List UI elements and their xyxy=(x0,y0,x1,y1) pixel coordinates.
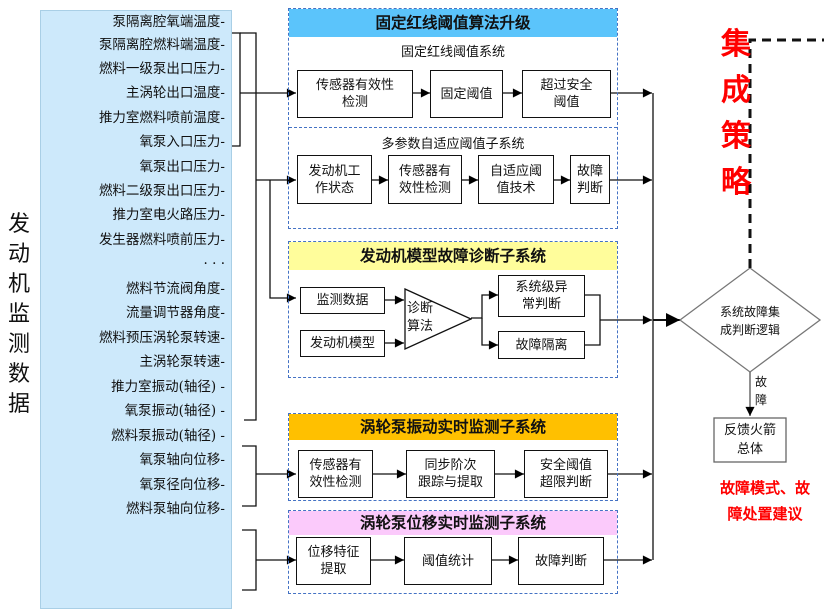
parameter-item: 主涡轮出口温度- xyxy=(125,85,225,101)
bracket-group-2 xyxy=(240,32,257,421)
group-displacement: 涡轮泵位移实时监测子系统 xyxy=(288,510,618,594)
group-vibration: 涡轮泵振动实时监测子系统 xyxy=(288,413,618,501)
disp-threshold-stats: 阈值统计 xyxy=(404,537,492,585)
parameter-panel: 泵隔离腔氧端温度- 泵隔离腔燃料端温度- 燃料一级泵出口压力- 主涡轮出口温度- 推力室… xyxy=(40,10,232,609)
title-char: 机 xyxy=(7,272,30,297)
group-model: 发动机模型故障诊断子系统 xyxy=(288,241,618,378)
bracket-group-1 xyxy=(226,32,241,147)
step-adaptive-threshold: 自适应阈 值技术 xyxy=(478,155,554,204)
group-divider xyxy=(289,127,617,128)
feedback-box-frame xyxy=(713,417,787,463)
disp-fault-judge: 故障判断 xyxy=(518,537,604,585)
title-char: 发 xyxy=(7,212,30,237)
step-engine-state: 发动机工 作状态 xyxy=(297,155,372,204)
bracket-displacement xyxy=(242,529,257,591)
decision-diamond xyxy=(678,267,822,373)
parameter-item: 推力室燃料喷前温度- xyxy=(98,110,225,126)
disp-feature-extract: 位移特征 提取 xyxy=(296,537,371,585)
step-fixed-threshold: 固定阈值 xyxy=(430,70,503,118)
parameter-item: 燃料泵轴向位移- xyxy=(125,501,225,517)
vib-threshold-judge: 安全阈值 超限判断 xyxy=(524,450,608,498)
group-redline-header: 固定红线阈值算法升级 xyxy=(289,9,617,37)
parameter-item: 燃料二级泵出口压力- xyxy=(98,183,225,199)
parameter-item: 氧泵振动(轴径) - xyxy=(124,403,225,419)
strategy-char: 集 xyxy=(721,27,751,62)
parameter-item: 燃料预压涡轮泵转速- xyxy=(98,330,225,346)
parameter-item: 氧泵轴向位移- xyxy=(139,452,225,468)
input-monitor-data: 监测数据 xyxy=(300,287,385,314)
parameter-item: 流量调节器角度- xyxy=(125,305,225,321)
title-char: 监 xyxy=(7,302,30,327)
vib-sensor-check: 传感器有 效性检测 xyxy=(298,450,373,498)
parameter-item: 燃料一级泵出口压力- xyxy=(98,61,225,77)
parameter-item: 燃料泵振动(轴径) - xyxy=(111,428,225,444)
vib-order-tracking: 同步阶次 跟踪与提取 xyxy=(406,450,495,498)
adaptive-title: 多参数自适应阈值子系统 xyxy=(381,137,525,152)
strategy-dashed-line xyxy=(748,38,824,268)
feedback-rocket-box: 反馈火箭 总体 xyxy=(723,423,776,457)
title-char: 数 xyxy=(7,362,30,387)
title-char: 据 xyxy=(7,392,30,417)
strategy-char: 成 xyxy=(721,73,751,108)
fault-arrow-label: 故 障 xyxy=(754,375,767,407)
step-fault-judge: 故障 判断 xyxy=(570,155,610,204)
group-redline: 固定红线阈值算法升级 固定红线阈值系统 多参数自适应阈值子系统 xyxy=(288,8,618,229)
title-char: 测 xyxy=(7,332,30,357)
parameter-item: 氧泵入口压力- xyxy=(139,134,225,150)
parameter-item: 氧泵出口压力- xyxy=(139,159,225,175)
output-system-anomaly: 系统级异 常判断 xyxy=(498,275,585,317)
parameter-item: · · · xyxy=(203,256,225,272)
step-sensor-check: 传感器有 效性检测 xyxy=(388,155,462,204)
parameter-item: 燃料节流阀角度- xyxy=(125,281,225,297)
parameter-item: 泵隔离腔氧端温度- xyxy=(112,14,225,30)
input-engine-model: 发动机模型 xyxy=(300,330,385,357)
diagnosis-algorithm-label: 诊断 算法 xyxy=(407,301,434,334)
parameter-item: 推力室电火路压力- xyxy=(112,207,225,223)
group-model-header: 发动机模型故障诊断子系统 xyxy=(289,242,617,270)
parameter-item: 主涡轮泵转速- xyxy=(139,354,225,370)
parameter-item: 泵隔离腔燃料端温度- xyxy=(98,37,225,53)
engine-monitoring-data-title: 发 动 机 监 测 数 据 xyxy=(0,210,38,420)
parameter-item: 推力室振动(轴径) - xyxy=(111,379,225,395)
title-char: 动 xyxy=(7,242,30,267)
strategy-char: 略 xyxy=(721,165,751,200)
strategy-char: 策 xyxy=(721,119,751,154)
fixed-redline-title: 固定红线阈值系统 xyxy=(400,45,505,60)
integration-strategy-label: 集 成 策 略 xyxy=(716,22,756,206)
fault-mode-note: 故障模式、故 障处置建议 xyxy=(719,479,810,523)
group-vibration-header: 涡轮泵振动实时监测子系统 xyxy=(289,414,617,440)
diagnosis-algorithm-triangle xyxy=(404,288,472,350)
parameter-item: 氧泵径向位移- xyxy=(139,477,225,493)
bracket-vibration xyxy=(242,445,257,507)
decision-logic-label: 系统故障集 成判断逻辑 xyxy=(719,305,780,337)
parameter-item: 发生器燃料喷前压力- xyxy=(98,232,225,248)
output-fault-isolation: 故障隔离 xyxy=(498,331,585,359)
group-displacement-header: 涡轮泵位移实时监测子系统 xyxy=(289,511,617,535)
step-sensor-validity: 传感器有效性 检测 xyxy=(297,70,413,118)
step-exceed-threshold: 超过安全 阈值 xyxy=(522,70,611,118)
